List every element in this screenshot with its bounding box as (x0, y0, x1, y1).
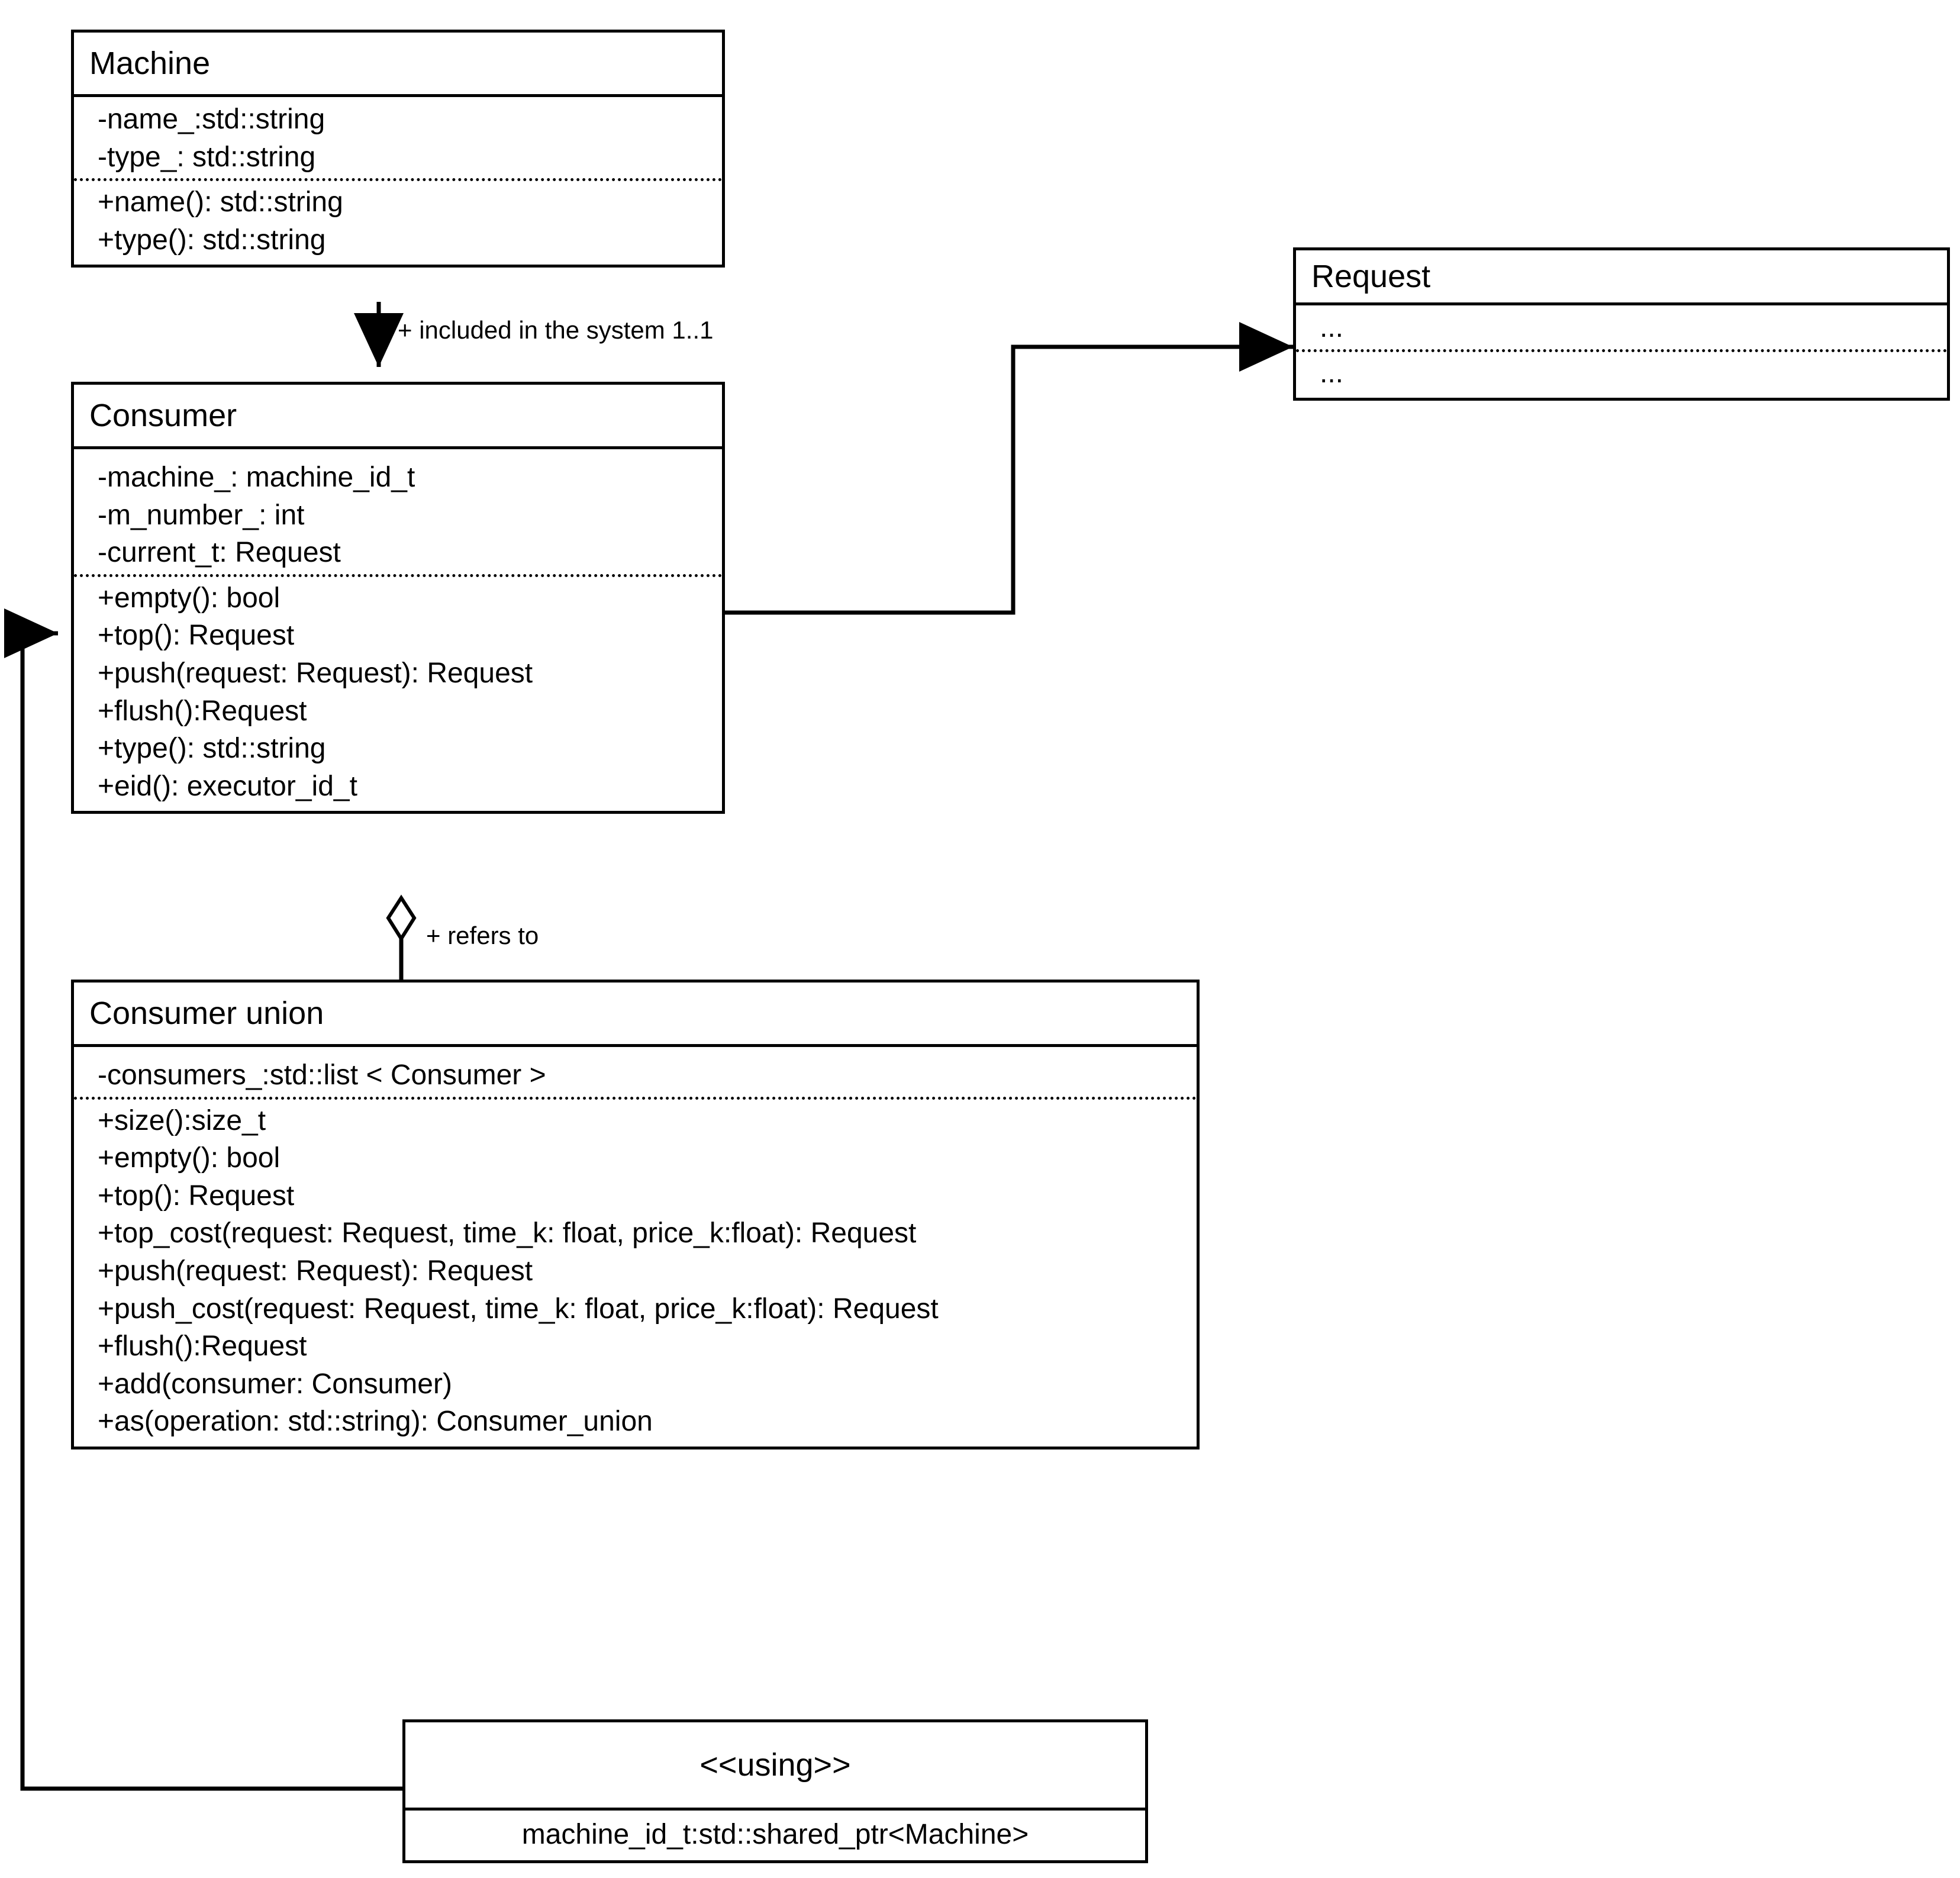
method-row: +top(): Request (98, 1180, 295, 1212)
method-row: +push(request: Request): Request (98, 1255, 533, 1287)
method-row: +flush():Request (98, 695, 307, 727)
attribute-row: ... (1320, 312, 1344, 344)
attributes-compartment-consumer-union: -consumers_:std::list < Consumer > +size… (74, 1047, 1197, 1447)
relation-label-included-in-the-system: + included in the system 1..1 (398, 316, 714, 344)
class-box-using-alias[interactable]: <<using>> machine_id_t:std::shared_ptr<M… (402, 1719, 1148, 1863)
relation-label-refers-to: + refers to (426, 922, 539, 949)
class-box-consumer-union[interactable]: Consumer union -consumers_:std::list < C… (71, 980, 1200, 1449)
class-title-machine: Machine (74, 33, 722, 98)
method-row: +push(request: Request): Request (98, 658, 533, 689)
class-box-consumer[interactable]: Consumer -machine_: machine_id_t -m_numb… (71, 382, 725, 814)
method-row: +size():size_t (98, 1104, 266, 1136)
method-row: +eid(): executor_id_t (98, 770, 357, 802)
method-row: +type(): std::string (98, 224, 326, 256)
attribute-row: -machine_: machine_id_t (98, 462, 415, 494)
method-row: +flush():Request (98, 1331, 307, 1362)
method-row: +empty(): bool (98, 582, 281, 614)
attributes-compartment-request: ... ... (1296, 305, 1947, 398)
method-row: +top(): Request (98, 620, 295, 652)
class-box-request[interactable]: Request ... ... (1293, 247, 1950, 401)
method-row: +type(): std::string (98, 733, 326, 765)
method-row: +as(operation: std::string): Consumer_un… (98, 1406, 653, 1438)
connector-consumer-to-request (725, 322, 1293, 615)
attributes-compartment-consumer: -machine_: machine_id_t -m_number_: int … (74, 449, 722, 811)
class-title-consumer-union: Consumer union (74, 983, 1197, 1048)
method-row: +empty(): bool (98, 1142, 281, 1174)
method-row: ... (1320, 357, 1344, 389)
method-row: +add(consumer: Consumer) (98, 1368, 452, 1400)
method-row: +name(): std::string (98, 186, 343, 218)
connector-consumerunion-to-consumer (386, 894, 417, 980)
attribute-row: -current_t: Request (98, 537, 341, 569)
attribute-row: -name_:std::string (98, 104, 325, 136)
attributes-compartment-machine: -name_:std::string -type_: std::string +… (74, 97, 722, 265)
attribute-row: -m_number_: int (98, 499, 305, 531)
compartment-divider (1296, 349, 1947, 352)
compartment-divider (74, 178, 722, 182)
method-row: +push_cost(request: Request, time_k: flo… (98, 1293, 939, 1325)
class-title-consumer: Consumer (74, 385, 722, 450)
class-title-using-stereotype: <<using>> (405, 1722, 1145, 1811)
class-box-machine[interactable]: Machine -name_:std::string -type_: std::… (71, 30, 725, 268)
member-row: machine_id_t:std::shared_ptr<Machine> (521, 1819, 1029, 1851)
attribute-row: -type_: std::string (98, 141, 316, 173)
attribute-row: -consumers_:std::list < Consumer > (98, 1059, 546, 1091)
compartment-divider (74, 574, 722, 577)
compartment-divider (74, 1096, 1197, 1100)
members-compartment-using-alias: machine_id_t:std::shared_ptr<Machine> (405, 1811, 1145, 1860)
class-title-request: Request (1296, 250, 1947, 306)
method-row: +top_cost(request: Request, time_k: floa… (98, 1217, 917, 1249)
